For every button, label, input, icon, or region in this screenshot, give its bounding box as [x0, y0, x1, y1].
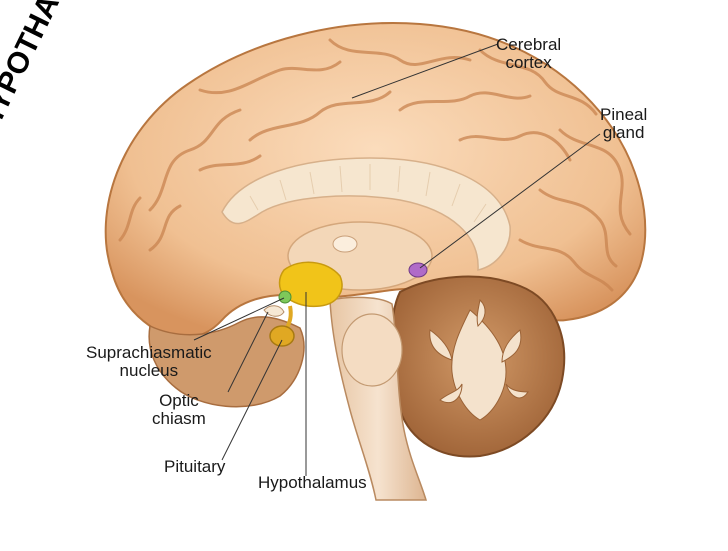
- label-pineal-gland: Pineal gland: [600, 106, 647, 142]
- label-cerebral-cortex-line1: Cerebral: [496, 35, 562, 54]
- corpus-callosum: [221, 157, 511, 271]
- arbor-vitae: [429, 298, 529, 421]
- label-pituitary: Pituitary: [164, 457, 226, 476]
- suprachiasmatic-nucleus-shape: [278, 290, 292, 304]
- leader-pituitary: [221, 339, 283, 461]
- hypothalamus-region: [278, 261, 343, 308]
- pons: [341, 313, 403, 387]
- leader-pineal: [419, 133, 601, 269]
- label-cerebral-cortex: Cerebral cortex: [496, 36, 561, 72]
- label-scn-line2: nucleus: [119, 361, 179, 380]
- label-pineal-gland-line1: Pineal: [600, 105, 648, 124]
- label-optic-chiasm-line1: Optic: [159, 391, 199, 410]
- leader-cerebral-cortex: [351, 43, 499, 99]
- label-hypothalamus: Hypothalamus: [258, 473, 367, 492]
- label-pineal-gland-line2: gland: [602, 123, 645, 142]
- label-optic-chiasm: Optic chiasm: [152, 392, 206, 428]
- leader-optic: [227, 311, 269, 393]
- label-suprachiasmatic-nucleus: Suprachiasmatic nucleus: [86, 344, 212, 380]
- pituitary-gland: [269, 325, 295, 347]
- label-cerebral-cortex-line2: cortex: [505, 53, 552, 72]
- optic-chiasm-shape: [263, 305, 285, 317]
- gyri-lines: [118, 38, 632, 292]
- label-optic-chiasm-line2: chiasm: [152, 409, 206, 428]
- temporal-lobe: [148, 316, 305, 408]
- mass-intermedia: [332, 235, 358, 253]
- label-scn-line1: Suprachiasmatic: [86, 343, 212, 362]
- leader-scn: [193, 297, 285, 341]
